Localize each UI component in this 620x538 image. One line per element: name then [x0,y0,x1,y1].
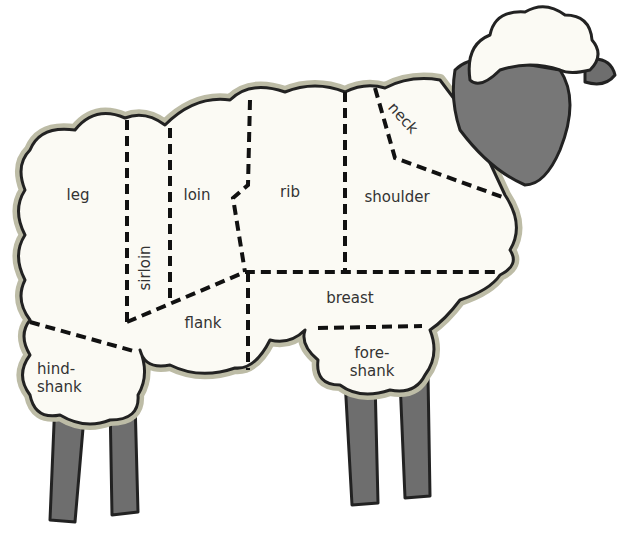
cut-label: breast [310,289,390,307]
cut-label: rib [260,183,320,201]
body-shadow [19,79,517,424]
cut-line [375,88,505,198]
cut-line [233,100,250,272]
cut-lines [30,88,505,370]
cut-line [127,272,500,322]
cut-label: leg [48,186,108,204]
cut-label: hind-shank [37,360,87,396]
cut-label: flank [173,314,233,332]
cut-line [30,322,137,352]
cut-label: shoulder [352,188,442,206]
woolly-body [19,79,517,424]
cut-label: sirloin [136,228,154,308]
cut-label: loin [167,186,227,204]
wool-cap [469,7,598,84]
cut-label: fore-shank [347,344,397,380]
cut-line [125,120,129,322]
head [453,7,615,185]
cut-line [318,326,422,328]
cut-line [246,272,250,370]
cut-line [168,128,172,300]
cut-line [343,92,347,272]
